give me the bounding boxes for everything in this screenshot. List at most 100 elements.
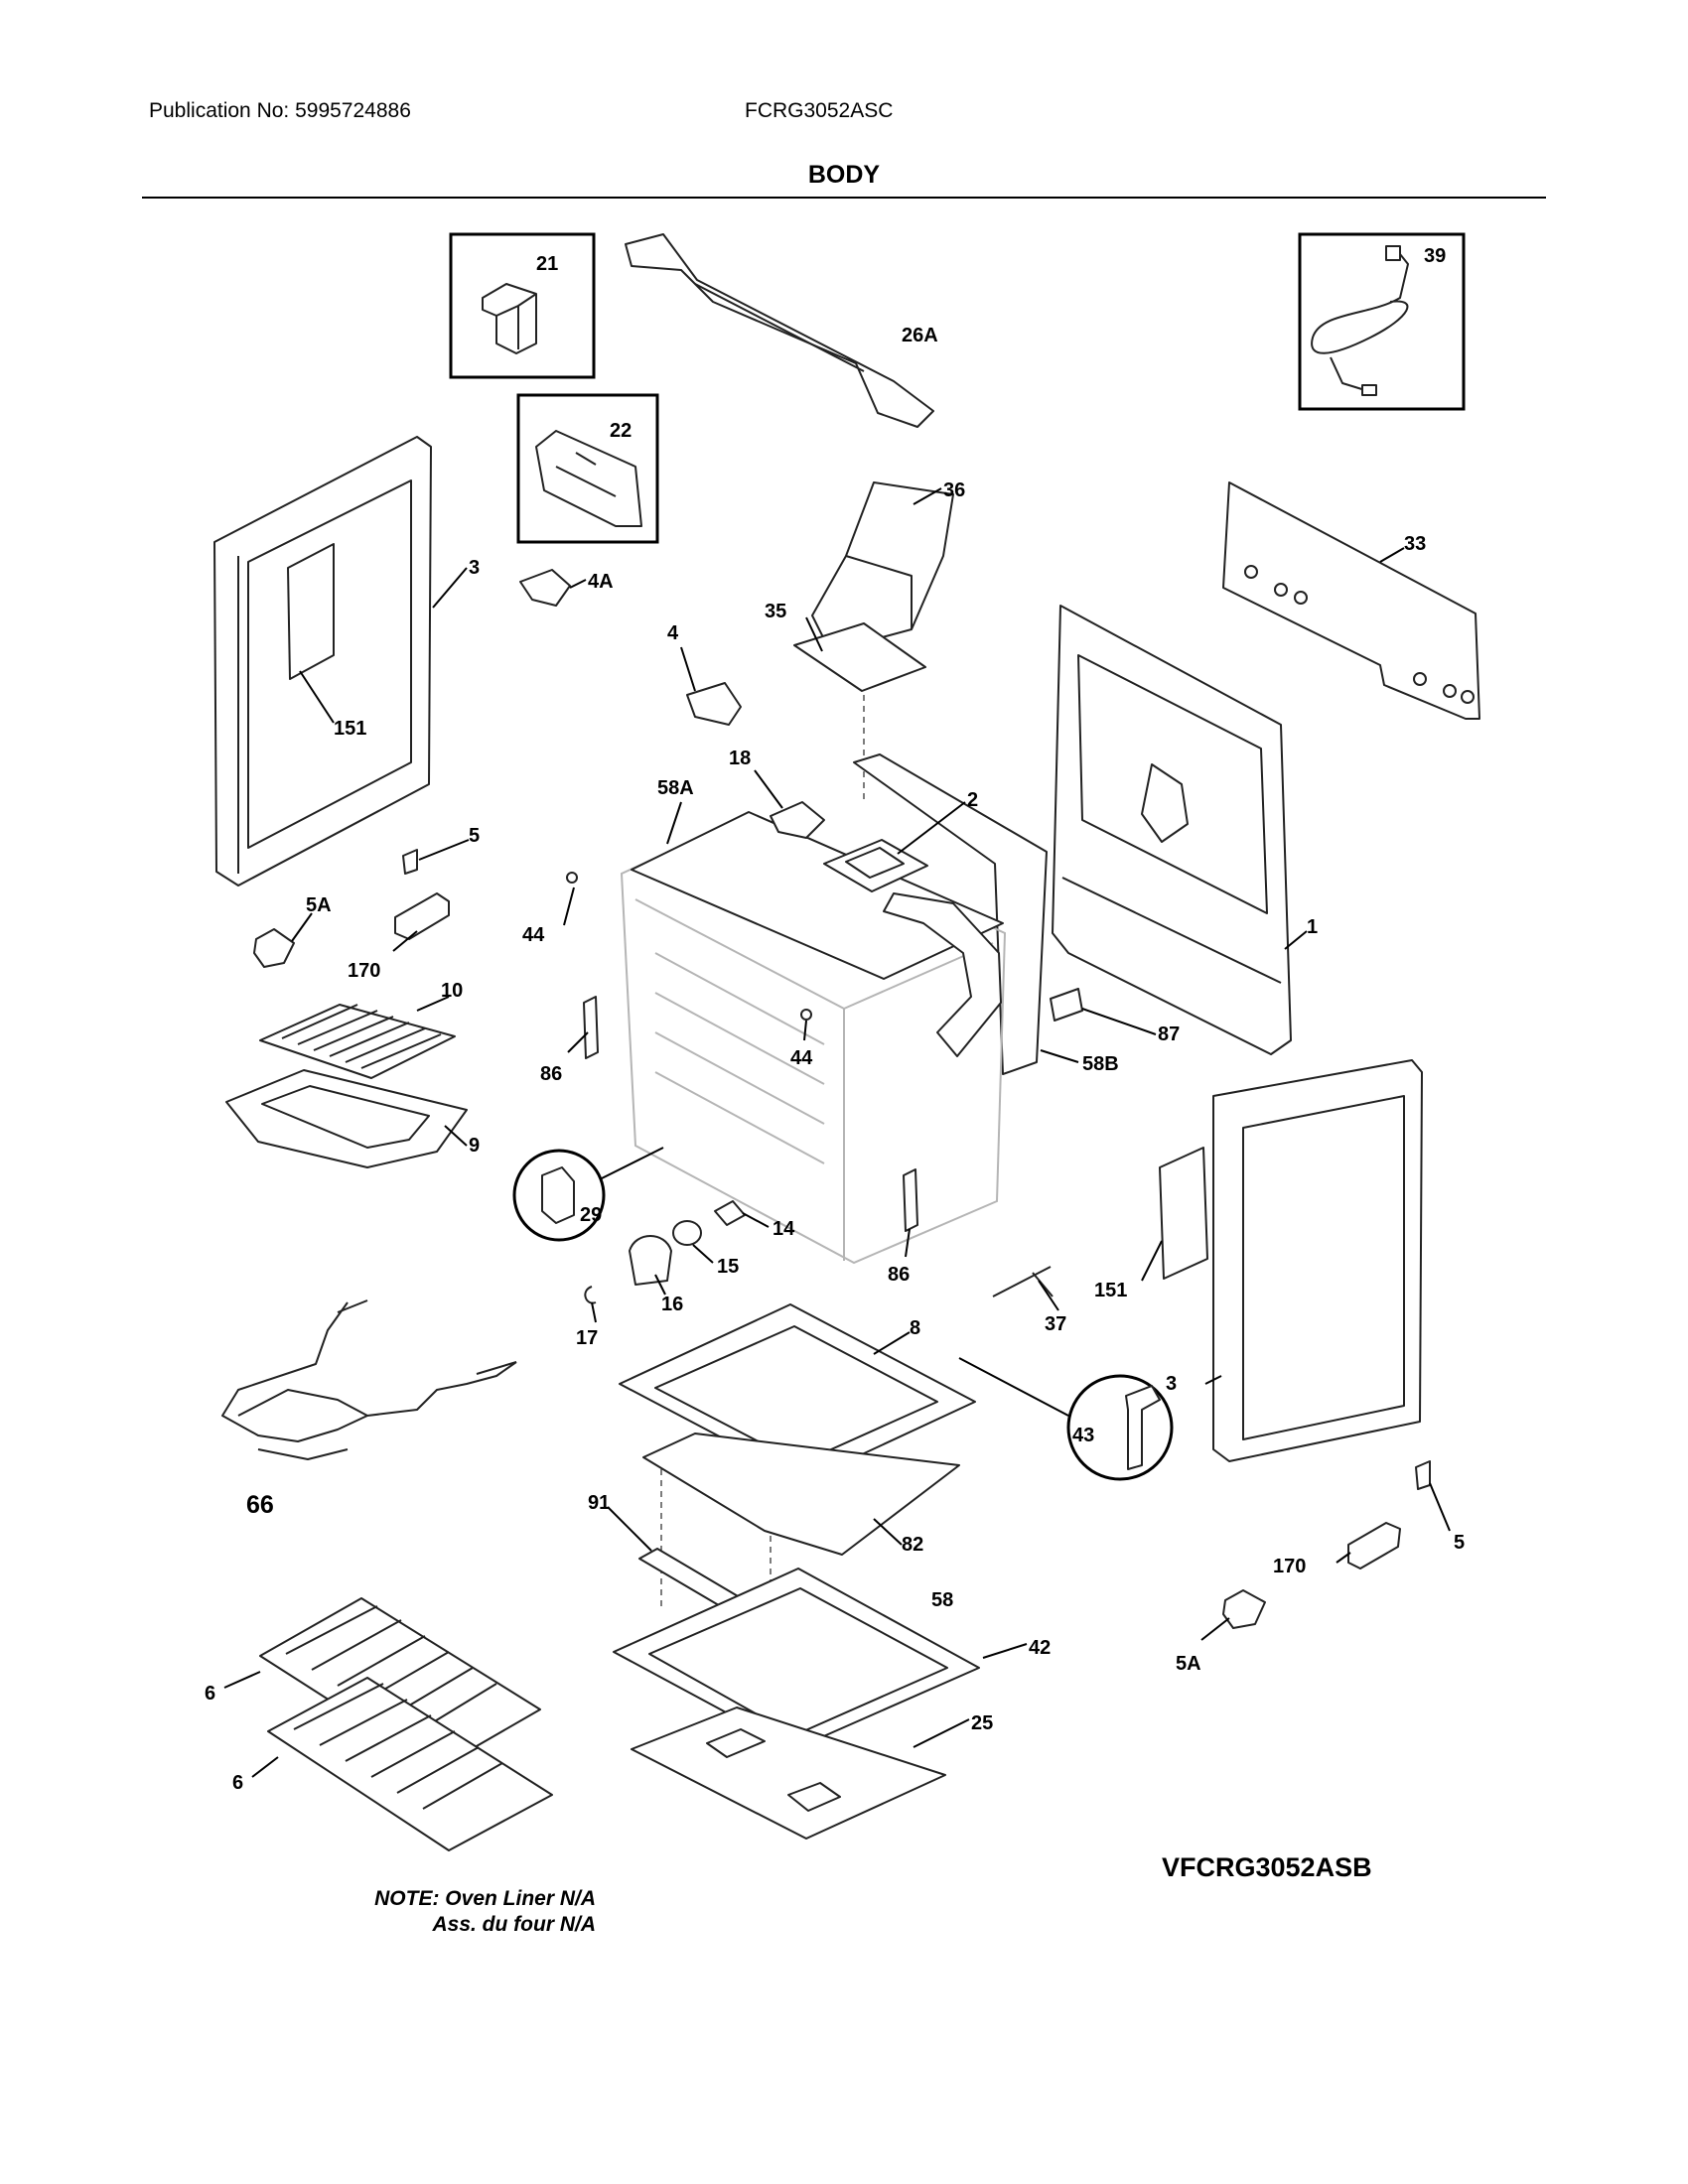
- inset-box-39: [1298, 232, 1466, 411]
- part-36-vent-duct: [811, 481, 954, 652]
- part-5a-right-hinge: [1222, 1589, 1266, 1629]
- part-label: 6: [232, 1772, 243, 1794]
- part-label: 37: [1045, 1313, 1066, 1335]
- note-line-english: NOTE: Oven Liner N/A: [374, 1887, 596, 1910]
- part-label: 4A: [588, 571, 614, 593]
- part-43-bolt: [1125, 1385, 1161, 1470]
- part-label: 66: [246, 1491, 274, 1519]
- part-label: 36: [943, 479, 965, 501]
- part-29-clip: [541, 1166, 575, 1224]
- part-4a-clip: [519, 569, 571, 607]
- part-label: 86: [540, 1063, 562, 1085]
- part-label: 151: [1094, 1280, 1127, 1301]
- part-label: 15: [717, 1256, 739, 1278]
- part-42-bottom-panel: [613, 1568, 980, 1750]
- part-25-drawer-base: [631, 1706, 946, 1840]
- part-86-right-bracket: [903, 1168, 918, 1232]
- part-label: 42: [1029, 1637, 1051, 1659]
- part-18-thermostat-bracket: [770, 801, 825, 839]
- part-170-left-hinge-bracket: [394, 892, 450, 940]
- part-label: 170: [348, 960, 380, 982]
- part-label: 29: [580, 1204, 602, 1226]
- part-label: 14: [773, 1218, 795, 1240]
- part-label: 18: [729, 748, 751, 769]
- part-86-left-bracket: [583, 996, 599, 1059]
- part-label: 2: [967, 789, 978, 811]
- part-label: 44: [522, 924, 545, 946]
- part-10-burner-grate: [259, 1004, 456, 1079]
- note-line-french: Ass. du four N/A: [432, 1913, 596, 1936]
- part-6-lower-oven-rack: [267, 1677, 553, 1851]
- part-label: 25: [971, 1712, 993, 1734]
- part-label: 151: [334, 718, 366, 740]
- part-26a-top-brace: [625, 233, 934, 428]
- model-number: FCRG3052ASC: [745, 99, 894, 122]
- part-5-left-screw: [402, 849, 418, 875]
- part-label: 91: [588, 1492, 610, 1514]
- part-label: 39: [1424, 245, 1446, 267]
- part-label: 8: [910, 1317, 920, 1339]
- oven-liner-note: NOTE: Oven Liner N/A Ass. du four N/A: [328, 1886, 596, 1938]
- part-39-power-cord: [1311, 245, 1409, 396]
- part-label: 22: [610, 420, 632, 442]
- part-4-clip: [686, 682, 742, 726]
- part-44-screw-center: [800, 1009, 812, 1021]
- part-15-light-bulb: [672, 1220, 702, 1246]
- part-151-left-bracket: [287, 543, 335, 680]
- part-label: 35: [765, 601, 786, 622]
- part-33-rear-panel: [1222, 481, 1480, 720]
- part-label: 3: [1166, 1373, 1177, 1395]
- part-44-screw-left: [566, 872, 578, 884]
- part-58b-rear-insulation: [853, 753, 1048, 1075]
- part-label: 3: [469, 557, 480, 579]
- part-21-bracket: [482, 283, 537, 354]
- part-16-light-lens: [629, 1235, 672, 1286]
- part-87-connector: [1050, 988, 1083, 1022]
- part-label: 43: [1072, 1425, 1094, 1446]
- part-5-right-screw: [1415, 1460, 1431, 1490]
- part-label: 21: [536, 253, 558, 275]
- part-label: 58A: [657, 777, 694, 799]
- part-label: 6: [205, 1683, 215, 1705]
- part-label: 16: [661, 1294, 683, 1315]
- part-1-main-frame: [1052, 605, 1292, 1055]
- part-label: 5A: [306, 894, 332, 916]
- section-title: BODY: [807, 161, 881, 189]
- part-label: 86: [888, 1264, 910, 1286]
- part-label: 5: [469, 825, 480, 847]
- part-14-light-socket: [714, 1200, 746, 1226]
- part-58a-insulation-wrap: [631, 811, 1004, 1057]
- variant-model-number: VFCRG3052ASB: [1162, 1852, 1372, 1882]
- part-5a-left-hinge: [253, 928, 295, 968]
- part-label: 17: [576, 1327, 598, 1349]
- part-3-right-side-panel: [1212, 1059, 1423, 1462]
- part-label: 26A: [902, 325, 938, 346]
- part-label: 170: [1273, 1556, 1306, 1577]
- part-label: 5: [1454, 1532, 1465, 1554]
- header-rule: [142, 197, 1546, 199]
- part-label: 10: [441, 980, 463, 1002]
- part-66-bake-element: [221, 1299, 517, 1460]
- part-label: 33: [1404, 533, 1426, 555]
- part-2-vent-plate: [823, 839, 928, 892]
- inset-box-21: [449, 232, 596, 379]
- part-label: 82: [902, 1534, 923, 1556]
- part-17-clip: [584, 1286, 597, 1304]
- part-35-vent-gasket: [793, 622, 926, 692]
- part-22-bracket: [535, 430, 642, 527]
- publication-number: Publication No: 5995724886: [149, 99, 411, 122]
- part-label: 4: [667, 622, 679, 644]
- part-label: 58: [931, 1589, 953, 1611]
- part-170-right-hinge-bracket: [1347, 1522, 1401, 1570]
- part-label: 9: [469, 1135, 480, 1157]
- part-label: 87: [1158, 1024, 1180, 1045]
- part-label: 58B: [1082, 1053, 1119, 1075]
- part-151-right-bracket: [1159, 1147, 1208, 1280]
- part-label: 44: [790, 1047, 813, 1069]
- part-labels: 21 26A 39 22 36 33 3 4A 35 4 151 18 58A …: [205, 245, 1465, 1794]
- part-37-wire: [992, 1266, 1054, 1297]
- inset-box-22: [516, 393, 659, 544]
- part-9-burner-tray: [225, 1069, 468, 1168]
- part-label: 1: [1307, 916, 1318, 938]
